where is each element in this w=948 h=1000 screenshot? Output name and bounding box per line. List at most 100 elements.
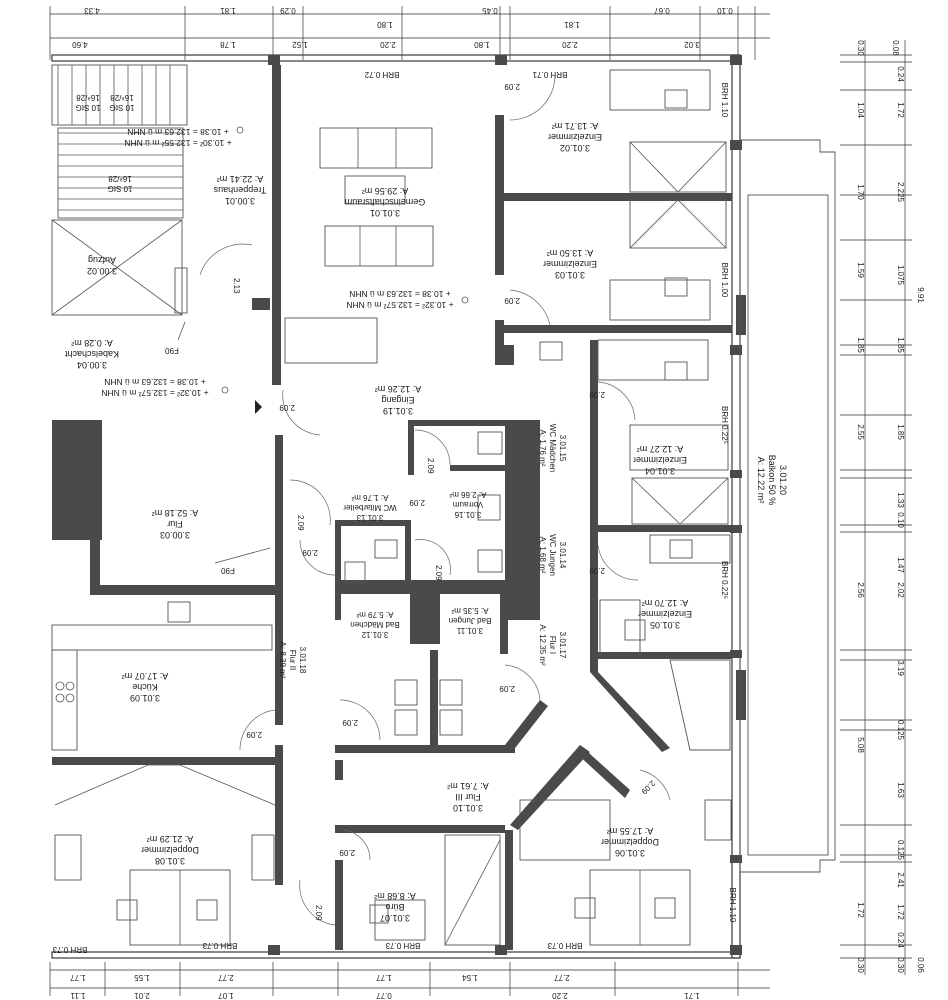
room-3-01-12-area: A: 5.79 m² xyxy=(356,610,393,619)
room-3-01-07-area: A: 8.68 m² xyxy=(374,891,416,901)
fire-labels: F90 F90 xyxy=(165,321,271,575)
door-label-11: 2.09 xyxy=(499,684,515,693)
elevation-5: + 10.38 = 132.63 m ü NHN xyxy=(104,377,206,387)
brh-labels: BRH 0.72 BRH 0.71 BRH 1.10 BRH 1.00 BRH … xyxy=(52,70,737,954)
room-3-00-02-name: Aufzug xyxy=(88,255,116,265)
room-3-01-02-id: 3.01.02 xyxy=(560,143,590,153)
dim-right2-1: 0.08 xyxy=(891,40,900,56)
room-3-01-13-name: WC Mitarbeiter xyxy=(343,503,397,512)
room-3-01-15-name: WC Mädchen xyxy=(548,424,557,472)
room-3-01-13-id: 3.01.13 xyxy=(356,513,383,522)
dim-bottom-inner-4: 1.54 xyxy=(462,973,478,982)
room-3-01-02-name: Einzelzimmer xyxy=(548,132,602,142)
brh-8: BRH 0.73 xyxy=(385,941,420,950)
room-3-01-11-id: 3.01.11 xyxy=(456,626,483,635)
room-labels: 3.00.01 Treppenhaus A: 22.41 m² 3.00.02 … xyxy=(64,121,788,923)
dim-top-outer-6: 0.67 xyxy=(654,6,670,15)
room-3-01-01-name: Gemeinschaftsraum xyxy=(345,197,426,207)
room-3-01-07-id: 3.01.07 xyxy=(380,913,410,923)
room-3-01-16-id: 3.01.16 xyxy=(454,510,481,519)
dim-top-inner-2: 1.52 xyxy=(292,40,308,49)
dim-top-inner-6: 3.02 xyxy=(684,40,700,49)
dim-bottom-inner-6: 2.20 xyxy=(552,991,568,1000)
room-3-01-08-id: 3.01.08 xyxy=(155,856,185,866)
room-3-01-10-name: Flur III xyxy=(455,792,481,802)
room-3-01-14-name: WC Jungen xyxy=(548,534,557,576)
door-label-5: 2.09 xyxy=(426,458,435,474)
room-3-01-03-name: Einzelzimmer xyxy=(543,259,597,269)
elevation-labels: + 10.30² = 132.55² m ü NHN + 10.38 = 132… xyxy=(101,126,469,414)
dim-right2-9: 0.30 xyxy=(856,957,865,973)
dim-right2-7: 5.08 xyxy=(856,737,865,753)
room-3-01-02-area: A: 13.71 m² xyxy=(552,121,599,131)
dim-right2-0: 0.30 xyxy=(856,40,865,56)
door-swings xyxy=(199,74,671,926)
room-3-01-10-id: 3.01.10 xyxy=(453,803,483,813)
room-3-01-05-id: 3.01.05 xyxy=(650,620,680,630)
stair-label-2: 10 StG xyxy=(76,103,101,112)
room-3-01-03-id: 3.01.03 xyxy=(555,270,585,280)
elevation-4: + 10.32² = 132.57² m ü NHN xyxy=(101,388,208,398)
dim-right1-11: 2.02 xyxy=(896,582,905,598)
room-3-01-12-name: Bad Mädchen xyxy=(350,620,399,629)
room-3-01-19-area: A: 12.26 m² xyxy=(375,384,422,394)
room-3-01-03-area: A: 13.50 m² xyxy=(547,248,594,258)
room-3-01-01-id: 3.01.01 xyxy=(370,208,400,218)
dim-right2-5: 2.55 xyxy=(856,424,865,440)
dim-bottom-outer-0: 1.11 xyxy=(70,991,86,1000)
door-label-1: 2.13 xyxy=(232,278,241,294)
brh-7: BRH 0.73 xyxy=(202,941,237,950)
dim-top-outer-3: 1.80 xyxy=(377,20,393,29)
dim-right1-1: 1.72 xyxy=(896,102,905,118)
dim-top-outer-4: 0.45 xyxy=(482,6,498,15)
stair-label-5: 16⁸/28 xyxy=(108,174,132,183)
dim-right1-12: 3.19 xyxy=(896,660,905,676)
door-label-13: 2.09 xyxy=(246,730,262,739)
dim-bottom-inner-1: 1.55 xyxy=(134,973,150,982)
room-3-01-08-name: Doppelzimmer xyxy=(141,845,199,855)
room-3-01-15-id: 3.01.15 xyxy=(558,435,567,462)
door-label-2: 2.09 xyxy=(504,296,520,305)
room-3-01-09-name: Küche xyxy=(132,682,158,692)
dim-right1-4: 1.59 xyxy=(856,262,865,278)
elevation-0: + 10.30² = 132.55² m ü NHN xyxy=(124,138,231,148)
brh-0: BRH 0.72 xyxy=(364,70,399,79)
dim-right1-9: 0.10 xyxy=(896,512,905,528)
room-3-01-19-name: Eingang xyxy=(381,395,414,405)
door-label-7: 2.09 xyxy=(409,498,425,507)
room-3-01-18-id: 3.01.18 xyxy=(298,647,307,674)
dim-top-inner-0: 4.60 xyxy=(72,40,88,49)
dim-bottom-outer-3: 0.77 xyxy=(376,991,392,1000)
dim-top-outer-0: 4.33 xyxy=(84,6,100,15)
dim-right2-4: 9.91 xyxy=(916,287,925,303)
dim-right2-2: 0.24 xyxy=(896,66,905,82)
dim-top-inner-1: 1.78 xyxy=(220,40,236,49)
room-3-01-06-id: 3.01.06 xyxy=(615,848,645,858)
room-3-01-17-id: 3.01.17 xyxy=(558,632,567,659)
room-3-00-04-id: 3.00.04 xyxy=(77,360,107,370)
room-3-01-20-name: Balkon 50 % xyxy=(767,455,777,506)
room-3-01-11-name: Bad Jungen xyxy=(449,616,492,625)
furniture xyxy=(51,69,836,946)
door-label-16: 2.09 xyxy=(314,905,323,921)
dim-right2-10: 0.06 xyxy=(916,957,925,973)
room-3-01-14-id: 3.01.14 xyxy=(558,542,567,569)
dim-top-outer-2: 0.29 xyxy=(280,6,296,15)
door-label-12: 2.09 xyxy=(342,718,358,727)
dim-right1-13: 0.125 xyxy=(896,720,905,741)
brh-9: BRH 0.73 xyxy=(547,941,582,950)
room-3-00-04-name: Kabelschacht xyxy=(64,349,119,359)
dim-bottom-inner-2: 2.77 xyxy=(218,973,234,982)
room-3-01-09-id: 3.01.09 xyxy=(130,693,160,703)
dim-bottom-inner-3: 1.77 xyxy=(376,973,392,982)
elevation-2: + 10.32² = 132.57² m ü NHN xyxy=(346,300,453,310)
dim-right1-18: 1.72 xyxy=(896,904,905,920)
room-3-01-06-area: A: 17.55 m² xyxy=(607,826,654,836)
brh-1: BRH 0.71 xyxy=(532,70,567,79)
dim-right1-19: 0.24 xyxy=(896,932,905,948)
room-3-01-04-area: A: 12.27 m² xyxy=(637,444,684,454)
room-3-01-08-area: A: 21.29 m² xyxy=(147,834,194,844)
brh-2: BRH 1.10 xyxy=(720,83,729,118)
door-label-3: 2.09 xyxy=(589,390,605,399)
